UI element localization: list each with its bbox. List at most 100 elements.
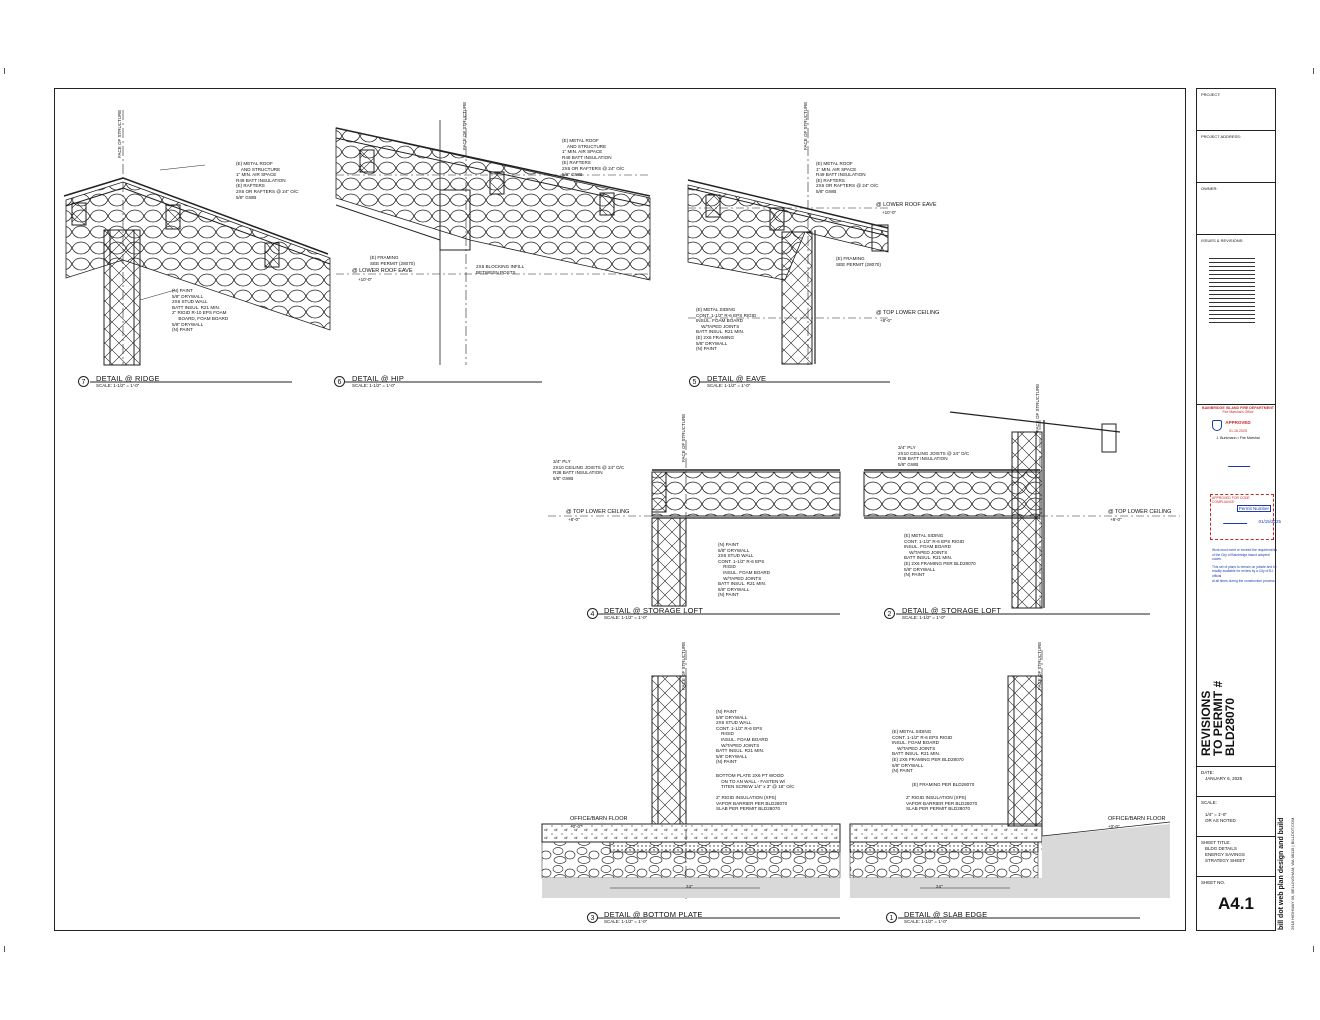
- revision-title-cell: [1197, 691, 1275, 767]
- detail-title: DETAIL @ STORAGE LOFT: [604, 606, 704, 615]
- detail-number: 6: [334, 376, 345, 387]
- hip-framing-note: (E) FRAMING SEE PERMIT (28070): [370, 255, 415, 266]
- slab-wall-note: (E) METAL SIDING CONT. 1-1/2" R-6 EPS RI…: [892, 729, 964, 774]
- dimension-label: 24": [686, 884, 693, 889]
- detail-scale: SCALE: 1-1/2" = 1'-0": [707, 383, 751, 388]
- fire-dept-name: BAINBRIDGE ISLAND FIRE DEPARTMENT: [1201, 406, 1274, 410]
- sheet-border: [54, 88, 1186, 931]
- date-value: JANUARY 6, 2025: [1205, 776, 1243, 781]
- issues-cell: ISSUES & REVISIONS:: [1197, 235, 1275, 405]
- approved-label: APPROVED: [1225, 420, 1251, 425]
- elevation-label: @ TOP LOWER CEILING: [876, 310, 940, 316]
- crop-mark: [4, 68, 5, 74]
- detail-title: DETAIL @ SLAB EDGE: [904, 910, 988, 919]
- revision-title: REVISIONS TO PERMIT # BLD28070: [1199, 681, 1237, 756]
- permit-stamp: APPROVED FOR CODE COMPLIANCE Permit Numb…: [1210, 494, 1281, 540]
- crop-mark: [1313, 946, 1314, 952]
- detail-scale: SCALE: 1-1/2" = 1'-0": [352, 383, 396, 388]
- detail-title: DETAIL @ STORAGE LOFT: [902, 606, 1002, 615]
- detail-scale: SCALE: 1-1/2" = 1'-0": [902, 615, 946, 620]
- face-of-structure-label: FACE OF STRUCTURE: [117, 109, 122, 158]
- permit-date: 01/15/2025: [1258, 519, 1281, 524]
- elevation-value: +0'-0": [570, 824, 582, 829]
- permit-approved-text: APPROVED FOR CODE COMPLIANCE: [1212, 496, 1250, 504]
- eave-framing-note: (E) FRAMING SEE PERMIT (28070): [836, 256, 881, 267]
- detail-2-loft-drawing: [863, 411, 1180, 609]
- detail-scale: SCALE: 1-1/2" = 1'-0": [96, 383, 140, 388]
- detail-title: DETAIL @ HIP: [352, 374, 405, 383]
- approved-date: 01.16.2025: [1229, 429, 1247, 433]
- elevation-value: +10'-0": [358, 277, 373, 282]
- ridge-roof-note: (E) METAL ROOF AND STRUCTURE 1" MIN. AIR…: [236, 161, 299, 200]
- elevation-label: @ LOWER ROOF EAVE: [876, 202, 937, 208]
- owner-label: OWNER:: [1201, 186, 1218, 191]
- elevation-label: @ TOP LOWER CEILING: [1108, 509, 1172, 515]
- permit-note: This set of plans to remain on jobsite a…: [1212, 564, 1277, 569]
- permit-note: Work must meet or exceed the requirement…: [1212, 548, 1277, 552]
- detail-title-rules: [90, 381, 1150, 919]
- scale-value: 1/4" = 1'-0": [1205, 812, 1227, 817]
- detail-number: 1: [886, 912, 897, 923]
- sheet-title-cell: SHEET TITLE: BLDG DETAILS ENERGY SAVINGS…: [1197, 837, 1275, 877]
- face-of-structure-label: FACE OF STRUCTURE: [803, 101, 808, 150]
- sheet-no-label: SHEET NO.: [1201, 880, 1226, 885]
- elevation-value: +8'-0": [880, 318, 892, 323]
- detail-7-ridge-drawing: [63, 110, 331, 366]
- bottom-wall-note: (N) PAINT 5/8" DRYWALL 2X6 STUD WALL CON…: [716, 709, 769, 765]
- elevation-value: +10'-0": [882, 210, 897, 215]
- ridge-wall-note: (N) PAINT 5/8" DRYWALL 2X6 STUD WALL BAT…: [172, 288, 229, 333]
- detail-title: DETAIL @ EAVE: [707, 374, 767, 383]
- sheet-number: A4.1: [1218, 894, 1254, 913]
- project-cell: PROJECT:: [1197, 89, 1275, 131]
- firm-address: 2918 HIGHWAY 99, BELLINGHAM, WA 98115 | …: [1290, 817, 1295, 930]
- fire-dept-sub: Fire Marshal's Office: [1222, 410, 1254, 414]
- detail-scale: SCALE: 1-1/2" = 1'-0": [904, 919, 948, 924]
- crop-mark: [4, 946, 5, 952]
- detail-number: 7: [78, 376, 89, 387]
- elevation-label: @ LOWER ROOF EAVE: [352, 268, 413, 274]
- project-address-label: PROJECT ADDRESS:: [1201, 134, 1241, 139]
- loft4-ceiling-note: 3/4" PLY 2X10 CEILING JOISTS @ 24" O/C R…: [553, 459, 625, 481]
- date-label: DATE:: [1201, 770, 1214, 775]
- dimension-label: 24": [936, 884, 943, 889]
- face-of-structure-label: FACE OF STRUCTURE: [681, 641, 686, 690]
- owner-cell: OWNER:: [1197, 183, 1275, 235]
- loft2-wall-note: (E) METAL SIDING CONT. 1-1/2" R-6 EPS RI…: [904, 533, 976, 578]
- elevation-label: OFFICE/BARN FLOOR: [570, 816, 628, 822]
- elevation-value: +8'-0": [1110, 517, 1122, 522]
- permit-note: of the City of Bainbridge Island adopted…: [1212, 552, 1270, 562]
- detail-3-bottom-plate-drawing: [541, 650, 841, 900]
- permit-note: at all times during the construction pro…: [1212, 578, 1276, 583]
- project-address-cell: PROJECT ADDRESS:: [1197, 131, 1275, 183]
- detail-4-loft-drawing: [548, 440, 841, 607]
- permit-signature: [1222, 513, 1252, 524]
- detail-scale: SCALE: 1-1/2" = 1'-0": [604, 615, 648, 620]
- permit-notes: Work must meet or exceed the requirement…: [1212, 548, 1278, 583]
- fire-dept-badge-icon: [1212, 420, 1222, 431]
- bottom-plate-note: BOTTOM PLATE 2X6 PT WOOD ON TO AN WALL -…: [716, 773, 795, 790]
- permit-number-label: Permit Number: [1236, 505, 1271, 512]
- detail-1-slab-edge-drawing: [849, 650, 1171, 898]
- detail-title: DETAIL @ RIDGE: [96, 374, 160, 383]
- face-of-structure-label: FACE OF STRUCTURE: [1035, 383, 1040, 432]
- loft2-ceiling-note: 3/4" PLY 2X10 CEILING JOISTS @ 24" O/C R…: [898, 445, 970, 467]
- hip-roof-note: (E) METAL ROOF AND STRUCTURE 1" MIN. AIR…: [562, 138, 625, 177]
- sheet-title-label: SHEET TITLE:: [1201, 840, 1231, 845]
- fire-dept-stamp: BAINBRIDGE ISLAND FIRE DEPARTMENT Fire M…: [1200, 406, 1276, 476]
- slab-layers-note: 2" RIGID INSULATION (XPS) VAPOR BARRIER …: [906, 795, 978, 812]
- detail-number: 4: [587, 608, 598, 619]
- detail-title: DETAIL @ BOTTOM PLATE: [604, 910, 703, 919]
- revision-lines: [1209, 255, 1255, 325]
- date-cell: DATE: JANUARY 6, 2025: [1197, 767, 1275, 797]
- sheet-title-value: BLDG DETAILS ENERGY SAVINGS STRATEGY SHE…: [1205, 846, 1246, 863]
- elevation-label: OFFICE/BARN FLOOR: [1108, 816, 1166, 822]
- detail-number: 3: [587, 912, 598, 923]
- elevation-label: @ TOP LOWER CEILING: [566, 509, 630, 515]
- slab-framing-note: (E) FRAMING PER BLD28070: [912, 782, 975, 787]
- crop-mark: [1313, 68, 1314, 74]
- issues-label: ISSUES & REVISIONS:: [1201, 238, 1244, 243]
- elevation-value: +8'-0": [568, 517, 580, 522]
- eave-roof-note: (E) METAL ROOF 1" MIN. AIR SPACE R49 BAT…: [816, 161, 879, 194]
- hip-blocking-note: 2X6 BLOCKING INFILL BETWEEN POSTS: [476, 264, 525, 275]
